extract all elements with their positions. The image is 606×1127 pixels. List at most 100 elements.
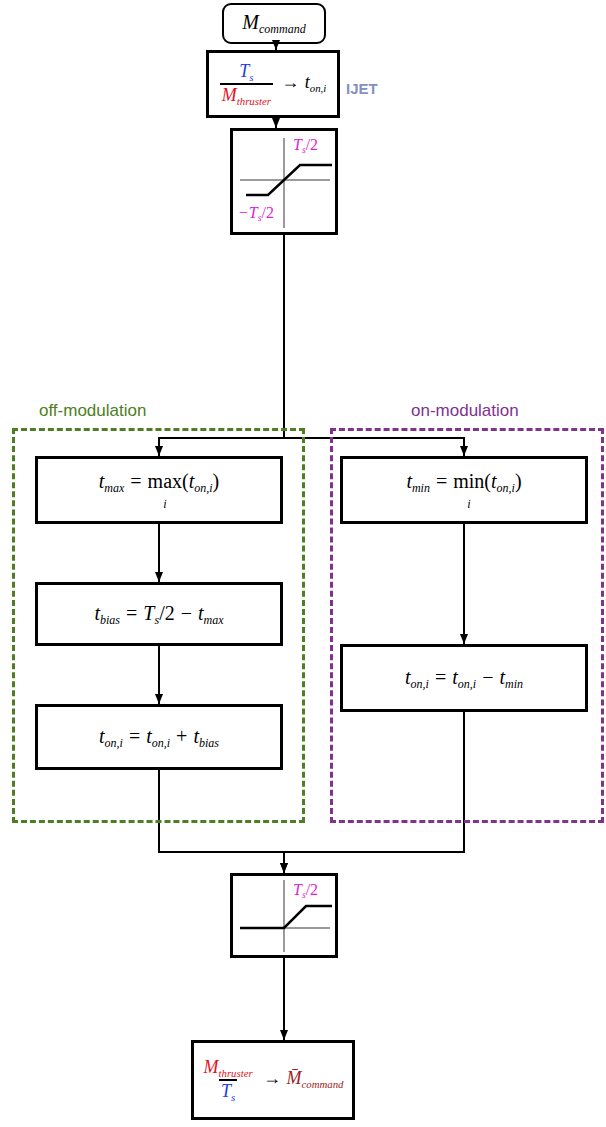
- subscript: on,i: [152, 736, 170, 750]
- math-symbol: t: [491, 470, 497, 492]
- math-symbol: −T: [238, 204, 258, 221]
- formula-box: ton,i=ton,i+tbias: [35, 704, 283, 770]
- deadzone-box: Ts/2: [230, 873, 338, 958]
- plot-curves: [240, 165, 332, 928]
- flow-arrow: [284, 712, 464, 873]
- math-text: (: [484, 470, 491, 492]
- numerator: max: [148, 471, 182, 491]
- subscript: bias: [100, 613, 120, 627]
- subscript: on,i: [194, 481, 212, 495]
- text-row: MthrusterTs → M̄command: [202, 1057, 344, 1103]
- subscript: on,i: [497, 481, 515, 495]
- math-symbol: M̄: [287, 1068, 302, 1088]
- text-row: on-modulation: [411, 401, 519, 421]
- formula-box: MthrusterTs → M̄command: [191, 1040, 355, 1120]
- math-symbol: t: [146, 725, 152, 747]
- math-symbol: t: [499, 666, 505, 688]
- subscript: s: [249, 71, 253, 83]
- off-modulation-region: off-modulationtmax=maxi(ton,i)tbias=Ts/2…: [12, 428, 305, 823]
- math-text: /2: [159, 602, 175, 624]
- text-row: ton,i=ton,i+tbias: [99, 724, 219, 751]
- operator: →: [263, 1068, 281, 1088]
- subscript: on,i: [458, 677, 476, 691]
- subscript: bias: [199, 736, 219, 750]
- subscript: command: [302, 1078, 344, 1090]
- math-symbol: M: [204, 1057, 219, 1077]
- subscript: on,i: [411, 677, 429, 691]
- math-text: /2: [261, 204, 273, 221]
- operator-with-limit: maxi: [148, 471, 182, 511]
- node-content: tmin=mini(ton,i): [343, 459, 585, 521]
- subscript: command: [259, 22, 306, 36]
- numerator: min: [453, 471, 484, 491]
- math-text: /2: [306, 136, 318, 153]
- text-row: tmax=maxi(ton,i): [99, 469, 220, 511]
- operator: −: [181, 602, 192, 624]
- math-symbol: t: [405, 666, 411, 688]
- operator: =: [126, 602, 137, 624]
- text-row: ton,i=ton,i−tmin: [405, 665, 523, 692]
- math-symbol: T: [293, 881, 302, 898]
- formula-box: ton,i=ton,i−tmin: [340, 644, 588, 712]
- node-content: tmax=maxi(ton,i): [38, 459, 280, 521]
- subscript: s: [231, 1091, 235, 1103]
- formula-box: tmin=mini(ton,i): [340, 456, 588, 524]
- numerator: Mthruster: [202, 1057, 255, 1079]
- text-row: tmin=mini(ton,i): [406, 469, 521, 511]
- math-symbol: t: [189, 470, 195, 492]
- watermark-text: IJET: [346, 80, 378, 97]
- math-text: ): [515, 470, 522, 492]
- flow-arrow: [275, 118, 277, 128]
- math-text: (: [182, 470, 189, 492]
- region-heading: on-modulation: [411, 401, 519, 420]
- formula-box: tmax=maxi(ton,i): [35, 456, 283, 524]
- text-row: tbias=Ts/2−tmax: [94, 601, 223, 628]
- limit-index: i: [467, 497, 470, 511]
- math-text: max: [148, 470, 182, 492]
- denominator: Ts: [219, 1079, 237, 1103]
- on-modulation-region: on-modulationtmin=mini(ton,i)ton,i=ton,i…: [330, 428, 604, 823]
- math-text: min: [453, 470, 484, 492]
- text-row: TsMthruster→ton,i: [220, 61, 327, 107]
- subscript: max: [204, 613, 224, 627]
- operator-with-limit: min i: [453, 471, 484, 511]
- denominator: i: [163, 491, 166, 511]
- subscript: thruster: [237, 95, 271, 107]
- flow-arrow: [283, 958, 285, 1040]
- math-symbol: M: [242, 11, 259, 33]
- node-content: ton,i=ton,i+tbias: [38, 707, 280, 767]
- node-content: ton,i=ton,i−tmin: [343, 647, 585, 709]
- subscript: thruster: [219, 1067, 253, 1079]
- denominator: Mthruster: [220, 83, 273, 107]
- text-row: −Ts/2: [238, 203, 274, 224]
- saturation-box: Ts/2−Ts/2: [230, 128, 338, 235]
- operator: =: [129, 725, 140, 747]
- formula-box: TsMthruster→ton,i: [206, 50, 340, 118]
- flow-arrow: [284, 235, 464, 456]
- operator: =: [436, 470, 447, 492]
- math-text: /2: [306, 881, 318, 898]
- math-symbol: T: [293, 136, 302, 153]
- subscript: s: [302, 144, 306, 155]
- math-text: ): [213, 470, 220, 492]
- flow-arrow: [159, 235, 284, 456]
- text-row: Ts/2: [293, 880, 318, 901]
- region-heading: off-modulation: [39, 401, 146, 420]
- math-symbol: t: [305, 72, 310, 92]
- math-symbol: t: [99, 470, 105, 492]
- text-row: off-modulation: [39, 401, 146, 421]
- text-row: Ts/2: [293, 135, 318, 156]
- subscript: on,i: [105, 736, 123, 750]
- subscript: s: [154, 613, 159, 627]
- subscript: s: [258, 212, 262, 223]
- flow-arrow: [158, 646, 160, 704]
- subscript: s: [302, 889, 306, 900]
- operator: =: [130, 470, 141, 492]
- math-symbol: t: [452, 666, 458, 688]
- subscript: min: [412, 481, 430, 495]
- node-content: tbias=Ts/2−tmax: [38, 585, 280, 643]
- operator: =: [435, 666, 446, 688]
- math-symbol: T: [239, 61, 249, 81]
- math-symbol: t: [198, 602, 204, 624]
- start-box: Mcommand: [222, 3, 326, 44]
